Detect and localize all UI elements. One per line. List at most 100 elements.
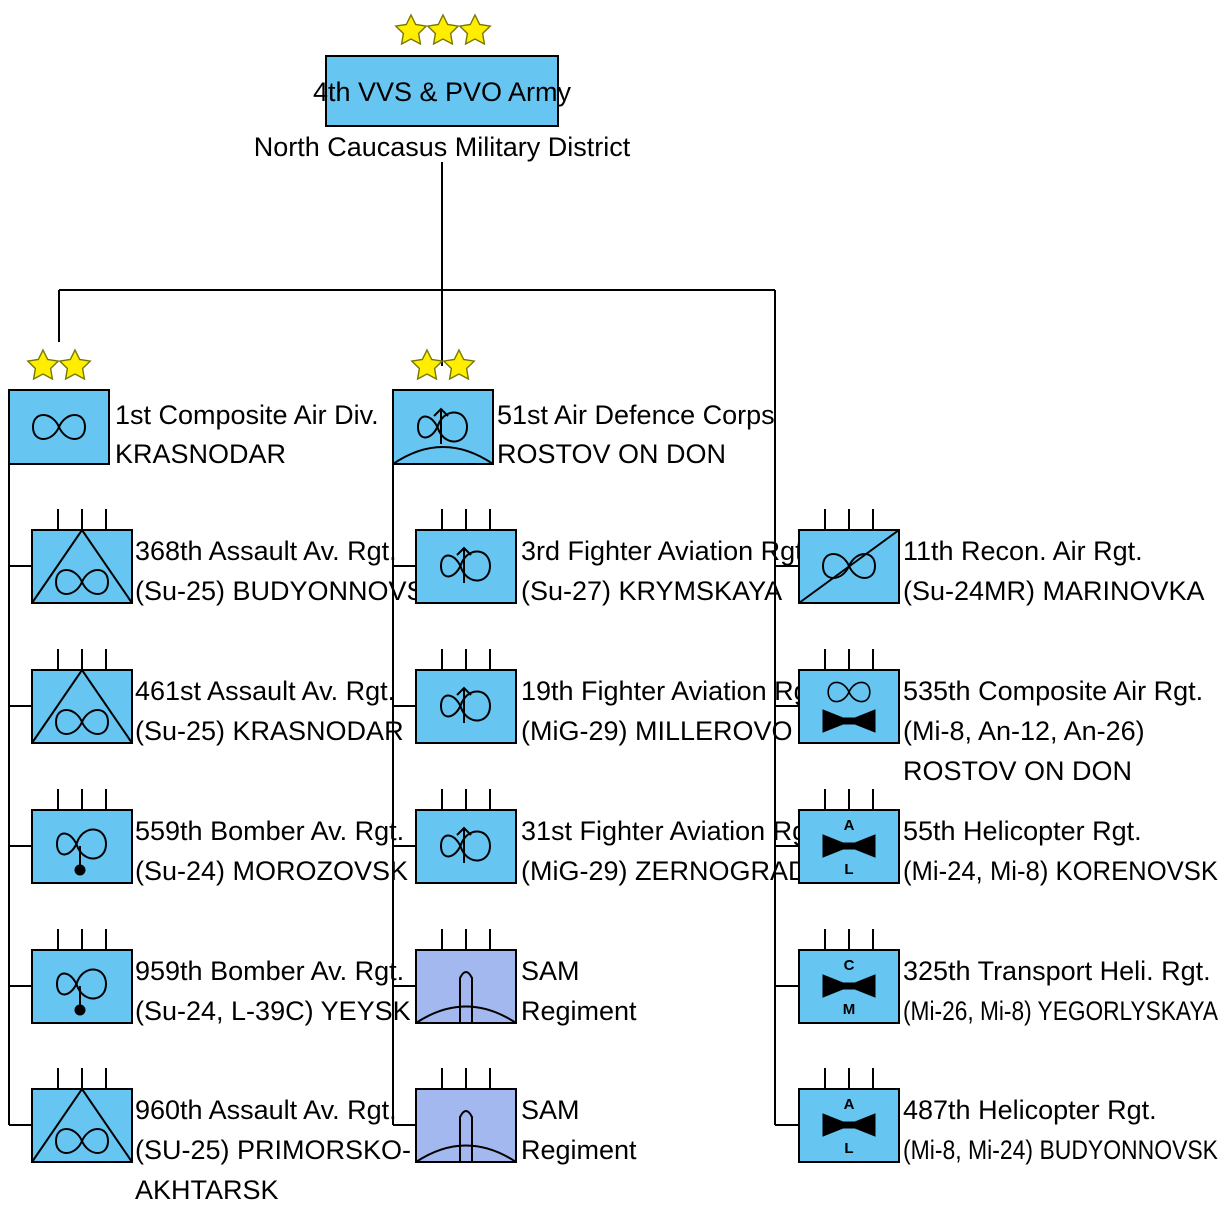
- unit-name: 11th Recon. Air Rgt.: [903, 536, 1143, 566]
- unit-name: 325th Transport Heli. Rgt.: [903, 956, 1211, 986]
- missile-icon: [459, 1110, 473, 1162]
- unit-details: (Su-24) MOROZOVSK: [135, 856, 408, 886]
- unit-symbol-box: [415, 809, 517, 884]
- unit-487th-helicopter: A L 487th Helicopter Rgt. (Mi-8, Mi-24) …: [798, 1068, 1218, 1165]
- unit-symbol-box: [415, 1088, 517, 1163]
- symbol-letter-bottom: L: [844, 861, 853, 878]
- hq-unit: 4th VVS & PVO Army North Caucasus Milita…: [254, 14, 631, 162]
- bomb-icon: [74, 864, 86, 876]
- star-icon: [59, 349, 91, 380]
- unit-details: (Mi-8, Mi-24) BUDYONNOVSK: [903, 1135, 1218, 1165]
- star-icon: [459, 14, 491, 45]
- air-defence-arc-icon: [415, 1144, 517, 1163]
- regiment-size-marks: [441, 509, 491, 530]
- unit-symbol-box: [31, 529, 133, 604]
- unit-details: (Su-25) BUDYONNOVSK: [135, 576, 443, 606]
- assault-chevron-icon: [31, 1087, 133, 1163]
- symbol-letter-bottom: M: [843, 1001, 856, 1018]
- unit-details: (SU-25) PRIMORSKO-: [135, 1135, 411, 1165]
- unit-31st-fighter: 31st Fighter Aviation Rgt. (MiG-29) ZERN…: [415, 789, 822, 886]
- star-icon: [27, 349, 59, 380]
- regiment-size-marks: [441, 929, 491, 950]
- unit-name: 19th Fighter Aviation Rgt.: [521, 676, 824, 706]
- star-icon: [443, 349, 475, 380]
- unit-name: 959th Bomber Av. Rgt.: [135, 956, 404, 986]
- unit-368th-assault: 368th Assault Av. Rgt. (Su-25) BUDYONNOV…: [31, 509, 443, 606]
- unit-sam-regiment-1: SAM Regiment: [415, 929, 637, 1026]
- regiment-size-marks: [824, 789, 874, 810]
- symbol-letter-top: A: [844, 1096, 855, 1113]
- unit-symbol-box: [798, 949, 900, 1024]
- unit-details: Regiment: [521, 1135, 637, 1165]
- hq-rank-stars: [395, 14, 491, 45]
- regiment-size-marks: [824, 929, 874, 950]
- star-icon: [395, 14, 427, 45]
- unit-details: (Mi-24, Mi-8) KORENOVSK: [903, 856, 1218, 886]
- air-defence-arc-icon: [415, 1005, 517, 1024]
- unit-535th-composite: 535th Composite Air Rgt. (Mi-8, An-12, A…: [798, 649, 1203, 786]
- regiment-size-marks: [824, 649, 874, 670]
- unit-55th-helicopter: A L 55th Helicopter Rgt. (Mi-24, Mi-8) K…: [798, 789, 1218, 886]
- unit-symbol-box: [415, 949, 517, 1024]
- unit-name: 461st Assault Av. Rgt.: [135, 676, 395, 706]
- division-name: 51st Air Defence Corps: [497, 400, 775, 430]
- regiment-size-marks: [441, 649, 491, 670]
- unit-symbol-box: [31, 669, 133, 744]
- assault-chevron-icon: [31, 668, 133, 744]
- unit-details: (Su-24, L-39C) YEYSK: [135, 996, 411, 1026]
- unit-name: 3rd Fighter Aviation Rgt.: [521, 536, 810, 566]
- unit-name: SAM: [521, 956, 580, 986]
- connector-lines: [8, 162, 799, 1126]
- unit-name: 487th Helicopter Rgt.: [903, 1095, 1157, 1125]
- hq-subtitle: North Caucasus Military District: [254, 132, 631, 162]
- unit-details-continued: AKHTARSK: [135, 1175, 279, 1205]
- unit-sam-regiment-2: SAM Regiment: [415, 1068, 637, 1165]
- star-icon: [427, 14, 459, 45]
- missile-icon: [459, 971, 473, 1023]
- unit-461st-assault: 461st Assault Av. Rgt. (Su-25) KRASNODAR: [31, 649, 404, 746]
- division-name: 1st Composite Air Div.: [115, 400, 379, 430]
- unit-details: (Su-25) KRASNODAR: [135, 716, 404, 746]
- unit-details: (MiG-29) ZERNOGRAD: [521, 856, 808, 886]
- regiment-size-marks: [57, 789, 107, 810]
- division-location: ROSTOV ON DON: [497, 439, 726, 469]
- star-icon: [411, 349, 443, 380]
- unit-name: SAM: [521, 1095, 580, 1125]
- unit-name: 31st Fighter Aviation Rgt.: [521, 816, 822, 846]
- regiment-size-marks: [824, 509, 874, 530]
- unit-symbol-box: [415, 529, 517, 604]
- unit-details: (Su-27) KRYMSKAYA: [521, 576, 782, 606]
- division-air-defence-corps: 51st Air Defence Corps ROSTOV ON DON: [392, 349, 775, 469]
- unit-960th-assault: 960th Assault Av. Rgt. (SU-25) PRIMORSKO…: [31, 1068, 411, 1205]
- unit-symbol-box: [798, 669, 900, 744]
- regiment-size-marks: [57, 509, 107, 530]
- bomb-icon: [74, 1004, 86, 1016]
- regiment-size-marks: [57, 649, 107, 670]
- regiment-size-marks: [57, 1068, 107, 1089]
- assault-chevron-icon: [31, 528, 133, 604]
- unit-details: (Mi-8, An-12, An-26): [903, 716, 1145, 746]
- unit-name: 960th Assault Av. Rgt.: [135, 1095, 397, 1125]
- unit-name: 559th Bomber Av. Rgt.: [135, 816, 404, 846]
- division-composite-air: 1st Composite Air Div. KRASNODAR: [8, 349, 379, 469]
- unit-details-continued: ROSTOV ON DON: [903, 756, 1132, 786]
- symbol-letter-top: A: [844, 817, 855, 834]
- unit-details: (Mi-26, Mi-8) YEGORLYSKAYA: [903, 996, 1218, 1026]
- unit-325th-transport-heli: C M 325th Transport Heli. Rgt. (Mi-26, M…: [798, 929, 1218, 1026]
- air-defence-arc-icon: [392, 446, 494, 465]
- unit-symbol-box: [31, 1088, 133, 1163]
- hq-title: 4th VVS & PVO Army: [313, 77, 572, 107]
- regiment-size-marks: [441, 789, 491, 810]
- unit-symbol-box: [415, 669, 517, 744]
- unit-details: (Su-24MR) MARINOVKA: [903, 576, 1205, 606]
- unit-details: Regiment: [521, 996, 637, 1026]
- symbol-letter-bottom: L: [844, 1140, 853, 1157]
- unit-19th-fighter: 19th Fighter Aviation Rgt. (MiG-29) MILL…: [415, 649, 824, 746]
- division-location: KRASNODAR: [115, 439, 286, 469]
- unit-details: (MiG-29) MILLEROVO: [521, 716, 793, 746]
- unit-959th-bomber: 959th Bomber Av. Rgt. (Su-24, L-39C) YEY…: [31, 929, 411, 1026]
- unit-11th-recon: 11th Recon. Air Rgt. (Su-24MR) MARINOVKA: [798, 509, 1205, 606]
- unit-559th-bomber: 559th Bomber Av. Rgt. (Su-24) MOROZOVSK: [31, 789, 408, 886]
- unit-name: 368th Assault Av. Rgt.: [135, 536, 397, 566]
